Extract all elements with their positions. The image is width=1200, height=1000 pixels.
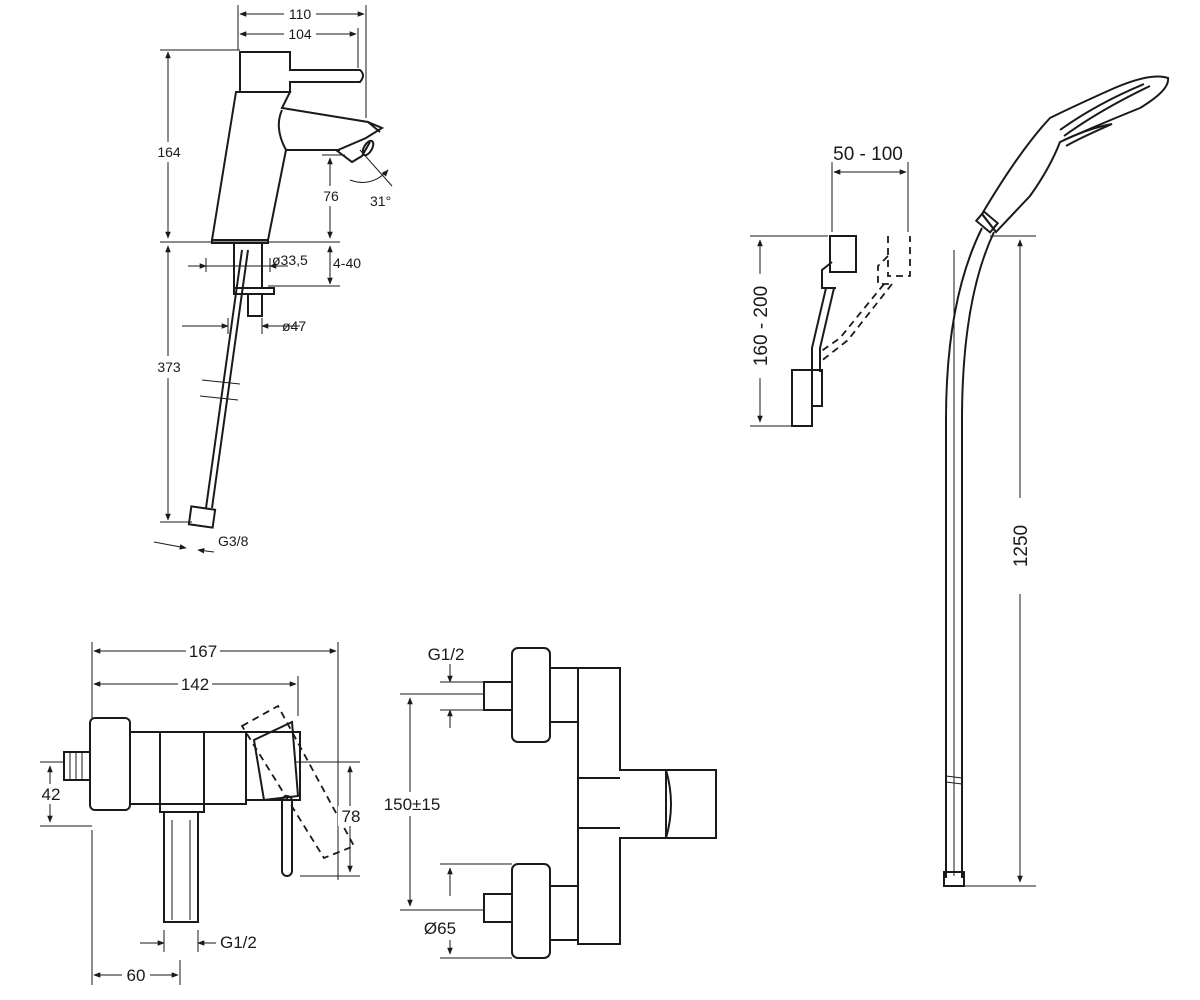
dim-shower-hose-length: 1250	[1011, 525, 1032, 567]
dim-mixer-lever-height: 78	[342, 807, 361, 826]
dim-front-centers: 150±15	[384, 795, 441, 814]
dim-mixer-thread: G1/2	[220, 933, 257, 952]
dim-mixer-projection: 60	[127, 966, 146, 985]
hand-shower-drawing	[943, 75, 1170, 887]
dim-mixer-width: 167	[189, 642, 217, 661]
dim-faucet-width: 110	[289, 6, 312, 22]
dim-faucet-nut-diameter: ø47	[282, 318, 306, 334]
basin-faucet-drawing	[153, 4, 393, 554]
dim-front-thread: G1/2	[428, 645, 465, 664]
dim-faucet-lever-width: 104	[288, 26, 312, 42]
dim-faucet-hose-length: 373	[157, 359, 181, 375]
dim-mixer-lever-width: 142	[181, 675, 209, 694]
wall-mixer-front-drawing	[372, 647, 717, 959]
dim-faucet-spout-angle: 31°	[370, 193, 391, 209]
dim-holder-height: 160 - 200	[751, 286, 772, 366]
shower-holder-drawing	[748, 162, 911, 427]
dim-faucet-spout-height: 76	[323, 188, 339, 204]
dim-faucet-height: 164	[157, 144, 181, 160]
dim-holder-adjust: 50 - 100	[833, 144, 903, 165]
dim-mixer-body-height: 42	[42, 785, 61, 804]
dim-faucet-hose-thread: G3/8	[218, 533, 249, 549]
dim-faucet-deck-thickness: 4-40	[333, 255, 361, 271]
dim-front-rosette-diameter: Ø65	[424, 919, 456, 938]
dim-faucet-body-diameter: ø33,5	[272, 252, 308, 268]
wall-mixer-side-drawing	[38, 641, 364, 985]
